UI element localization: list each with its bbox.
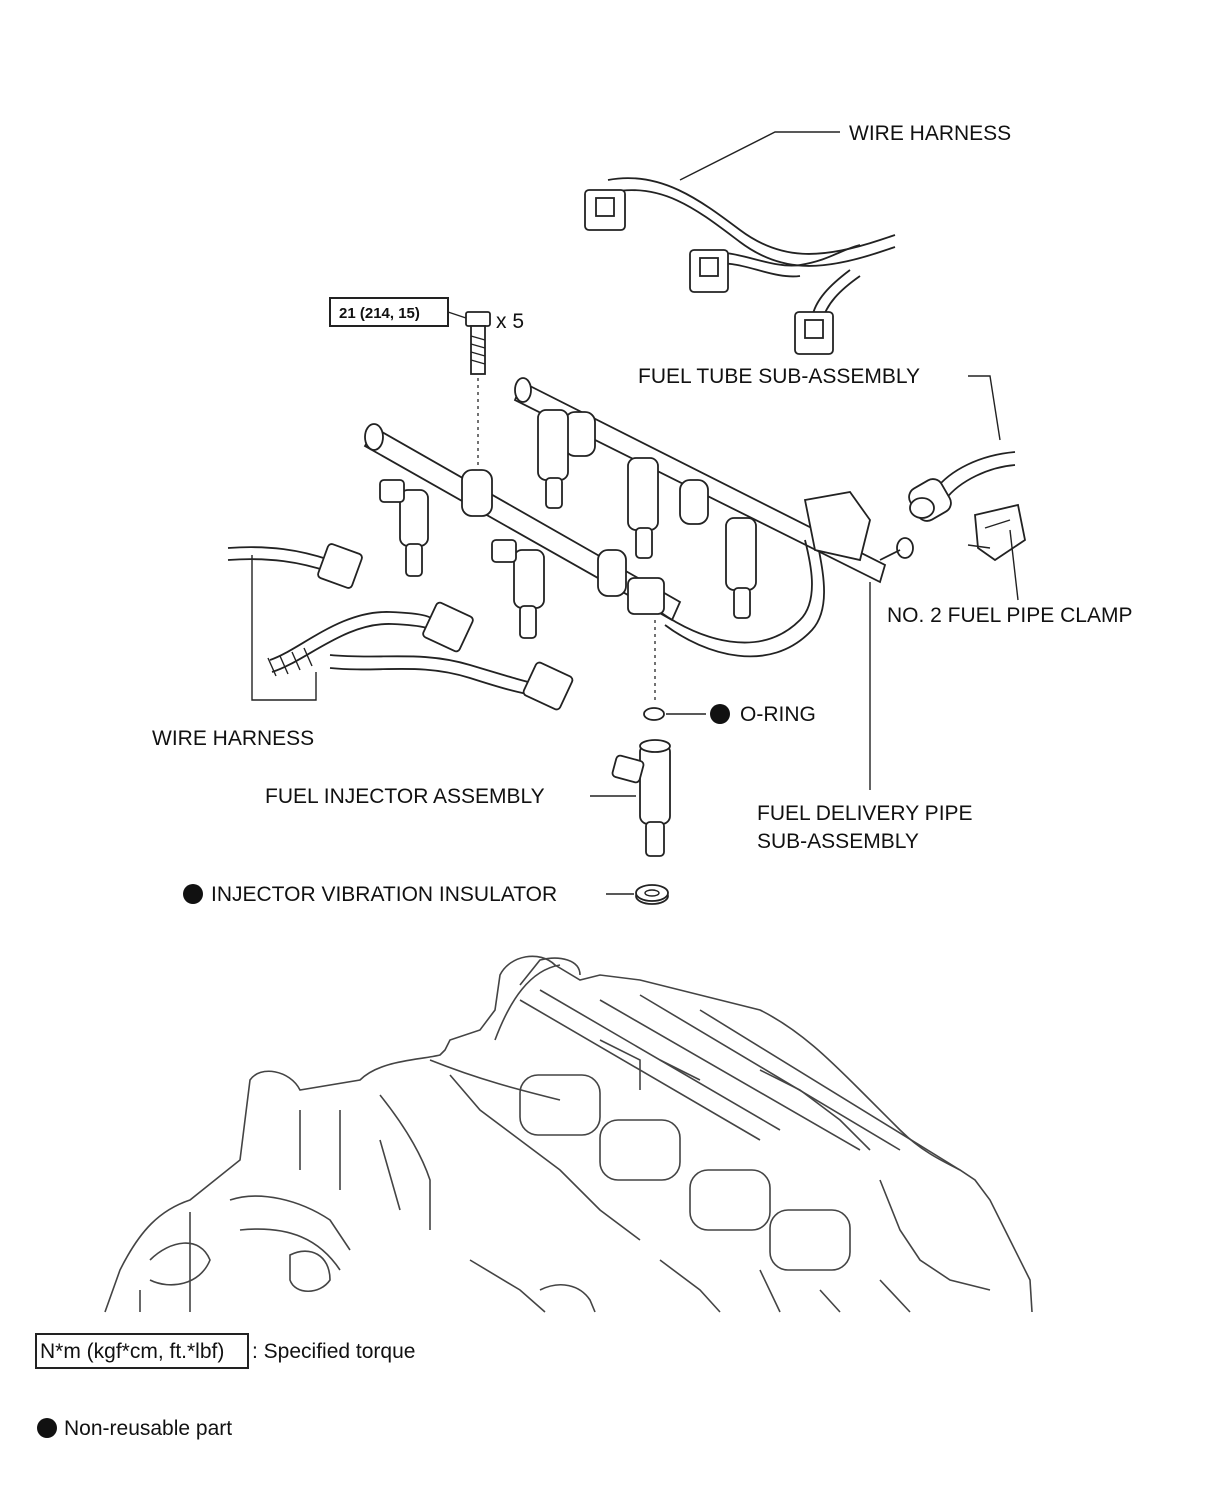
legend-nonreusable-text: Non-reusable part (64, 1417, 232, 1440)
rail-injectors (379, 409, 757, 639)
legend-torque-units: N*m (kgf*cm, ft.*lbf) (40, 1340, 224, 1363)
o-ring-nonreusable-mark (710, 704, 730, 724)
label-no2-fuel-pipe-clamp: NO. 2 FUEL PIPE CLAMP (887, 604, 1132, 627)
fuel-pipe-clamp (967, 503, 1027, 562)
leader-fuel-tube (968, 375, 1001, 441)
legend: N*m (kgf*cm, ft.*lbf) : Specified torque… (35, 1333, 415, 1440)
o-ring (643, 707, 665, 721)
insulator-nonreusable-mark (183, 884, 203, 904)
torque-quantity: x 5 (496, 310, 524, 333)
torque-callout: 21 (214, 15) x 5 (329, 297, 524, 333)
label-fuel-delivery-2: SUB-ASSEMBLY (757, 830, 919, 853)
label-wire-harness-top: WIRE HARNESS (849, 122, 1011, 145)
bolt (465, 311, 491, 375)
wire-harness-left (227, 543, 574, 711)
intake-manifold-outline (104, 955, 1033, 1313)
fuel-injector-assembly (611, 739, 671, 857)
leader-wire-harness-top (679, 131, 840, 181)
torque-value: 21 (214, 15) (339, 305, 420, 322)
label-fuel-injector: FUEL INJECTOR ASSEMBLY (265, 785, 545, 808)
legend-nonreusable-mark (37, 1418, 57, 1438)
wire-harness-top (584, 177, 896, 355)
leader-clamp (1009, 529, 1019, 601)
label-wire-harness-left: WIRE HARNESS (152, 727, 314, 750)
legend-torque-text: : Specified torque (252, 1340, 415, 1363)
label-fuel-tube: FUEL TUBE SUB-ASSEMBLY (638, 365, 920, 388)
leader-wire-harness-left (251, 555, 317, 701)
fuel-tube (908, 451, 1016, 522)
label-o-ring: O-RING (740, 703, 816, 726)
legend-torque-box (35, 1333, 249, 1369)
injector-vibration-insulator (635, 884, 669, 905)
label-injector-insulator: INJECTOR VIBRATION INSULATOR (211, 883, 557, 906)
label-fuel-delivery-1: FUEL DELIVERY PIPE (757, 802, 973, 825)
fuel-delivery-pipe (363, 377, 914, 658)
